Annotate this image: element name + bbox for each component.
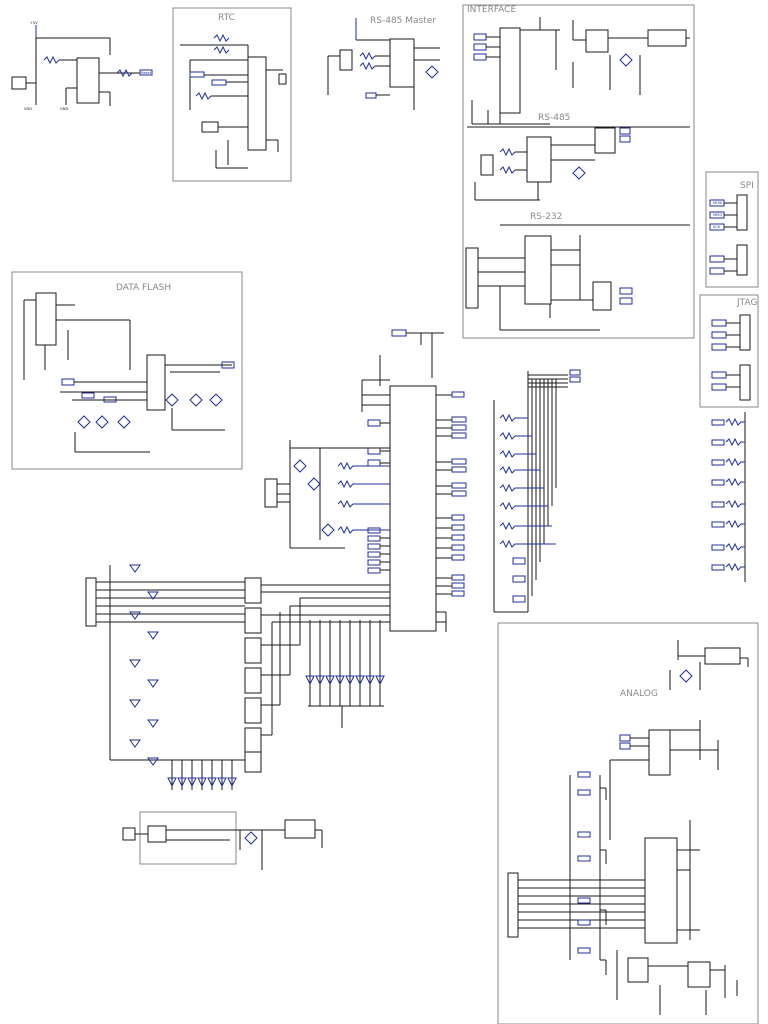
led-header [85, 577, 97, 627]
gnd-text: GND [60, 107, 68, 111]
spi-header [709, 194, 748, 276]
mcu-oscillator [264, 440, 390, 549]
analog-circuit [507, 640, 749, 1015]
main-mcu [361, 329, 467, 632]
middle-bus-network [493, 369, 581, 613]
spi-title: SPI [740, 181, 754, 191]
analog-ref-chip [648, 729, 671, 776]
interface-chip [499, 27, 521, 114]
rs232-title: RS-232 [530, 212, 562, 222]
rs232-circuit [465, 224, 690, 331]
data-flash-circuit [23, 292, 235, 453]
plus5v-text: +5V [30, 21, 38, 25]
data-flash-frame [11, 271, 243, 470]
rs485-master-chip [389, 38, 415, 88]
interface-frame [462, 4, 695, 339]
interface-title: INTERFACE [467, 5, 516, 15]
spi-frame [705, 171, 759, 288]
spi-mosi-text: MOSI [713, 201, 722, 205]
spi-sck-text: SCK [713, 225, 721, 229]
right-resistor-ladder [711, 412, 746, 582]
rtc-circuit [180, 33, 287, 169]
mcu-right-pins [436, 391, 467, 632]
reset-netlabel [139, 69, 153, 76]
vdd-text: VDD [24, 107, 32, 111]
reset-circuit: Reset [11, 25, 153, 106]
spi-miso-text: MISO [713, 213, 722, 217]
rtc-title: RTC [218, 13, 235, 23]
jtag-title: JTAG [736, 298, 757, 308]
mcu-chip [389, 385, 437, 632]
interface-circuit [471, 17, 690, 125]
jtag-header [711, 314, 751, 401]
analog-adc-chip [644, 837, 678, 944]
section-frames [11, 4, 759, 1024]
rs485-master-title: RS-485 Master [370, 16, 436, 26]
power-supply [122, 811, 323, 870]
led-matrix [85, 564, 390, 790]
analog-frame [497, 622, 759, 1024]
rtc-chip [247, 56, 267, 151]
mcu-left-pins [367, 527, 390, 574]
rtc-frame [172, 7, 292, 182]
analog-title: ANALOG [620, 689, 658, 699]
rs485-circuit [467, 126, 690, 201]
jtag-frame [699, 294, 759, 408]
rs485-master-circuit [327, 18, 440, 110]
net-label-texts: MOSI MISO SCK VDD GND +5V [24, 21, 722, 229]
reset-netlabel-text: Reset [141, 71, 152, 75]
rs485-title: RS-485 [538, 113, 570, 123]
data-flash-title: DATA FLASH [116, 283, 171, 293]
analog-input-header [507, 872, 519, 938]
